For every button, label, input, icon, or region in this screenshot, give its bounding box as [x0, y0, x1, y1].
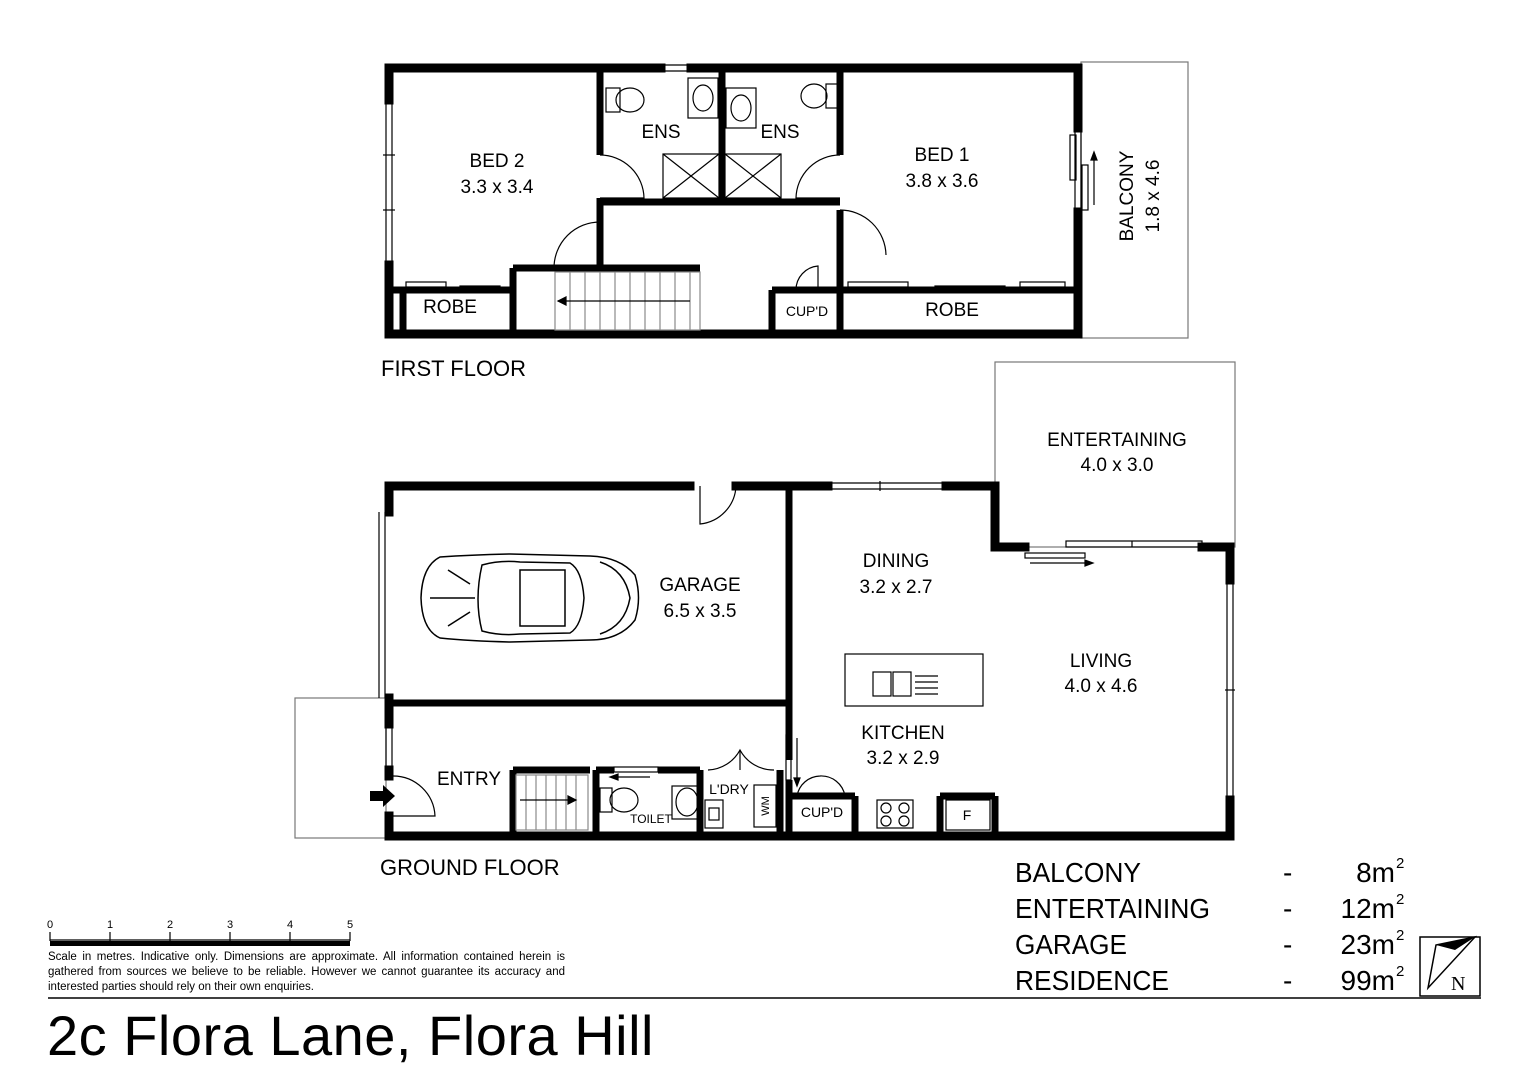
dining-label: DINING — [863, 551, 930, 572]
ground-floor-stairs — [515, 774, 589, 831]
robe-right-label: ROBE — [925, 300, 979, 321]
bed1-size: 3.8 x 3.6 — [906, 171, 979, 192]
living-size: 4.0 x 4.6 — [1065, 676, 1138, 697]
entry-arrow-icon — [370, 785, 395, 807]
robe-sliding-doors — [405, 281, 1066, 292]
ens-right-label: ENS — [760, 122, 799, 143]
first-floor-interior-walls — [389, 68, 1078, 334]
toilet-label: TOILET — [630, 812, 672, 826]
area-name-garage: GARAGE — [1015, 929, 1127, 960]
kitchen-fixtures — [844, 653, 991, 831]
area-sup-garage: 2 — [1396, 927, 1404, 944]
property-address: 2c Flora Lane, Flora Hill — [47, 1004, 654, 1067]
scale-tick-4: 4 — [287, 919, 293, 931]
area-value-entertaining: 12m — [1341, 893, 1395, 924]
ens-left-label: ENS — [641, 122, 680, 143]
bed2-label: BED 2 — [470, 151, 525, 172]
garage-size: 6.5 x 3.5 — [664, 601, 737, 622]
area-sup-residence: 2 — [1396, 963, 1404, 980]
area-name-balcony: BALCONY — [1015, 857, 1141, 888]
first-floor-title: FIRST FLOOR — [381, 356, 526, 381]
balcony-size: 1.8 x 4.6 — [1143, 160, 1164, 233]
laundry-label: L'DRY — [709, 781, 749, 797]
area-sup-balcony: 2 — [1396, 855, 1404, 872]
area-name-entertaining: ENTERTAINING — [1015, 893, 1210, 924]
wm-label: WM — [760, 796, 772, 816]
area-dash-garage: - — [1283, 929, 1292, 960]
first-floor-left-windows — [383, 64, 1082, 265]
ground-floor-interior-walls — [389, 486, 999, 836]
area-dash-residence: - — [1283, 965, 1292, 996]
fridge-label: F — [963, 807, 972, 823]
ground-floor-walls — [384, 481, 1235, 841]
entertaining-size: 4.0 x 3.0 — [1081, 455, 1154, 476]
balcony-label: BALCONY — [1117, 150, 1138, 241]
north-compass-icon: N — [1419, 935, 1481, 997]
porch-outline — [294, 697, 387, 839]
compass-north-label: N — [1451, 973, 1465, 995]
scale-tick-2: 2 — [167, 919, 173, 931]
area-schedule: BALCONY - 8m 2 ENTERTAINING - 12m 2 GARA… — [1015, 855, 1404, 996]
scale-tick-0: 0 — [47, 919, 53, 931]
area-value-residence: 99m — [1341, 965, 1395, 996]
first-floor: BED 2 3.3 x 3.4 ENS ENS BED 1 3.8 x 3.6 … — [381, 61, 1189, 381]
toilet-laundry-fixtures — [599, 784, 777, 829]
area-dash-entertaining: - — [1283, 893, 1292, 924]
bed1-label: BED 1 — [915, 145, 970, 166]
area-name-residence: RESIDENCE — [1015, 965, 1169, 996]
cupd-ground-label: CUP'D — [801, 804, 843, 820]
car-icon — [420, 553, 640, 643]
entertaining-sliding-door — [1024, 540, 1203, 567]
kitchen-size: 3.2 x 2.9 — [867, 748, 940, 769]
garage-label: GARAGE — [659, 575, 740, 596]
ensuite-fixtures — [605, 77, 841, 199]
scale-bar: 0 1 2 3 4 5 — [47, 919, 353, 946]
area-value-garage: 23m — [1341, 929, 1395, 960]
bed2-size: 3.3 x 3.4 — [461, 177, 534, 198]
scale-tick-5: 5 — [347, 919, 353, 931]
scale-tick-3: 3 — [227, 919, 233, 931]
kitchen-label: KITCHEN — [861, 723, 944, 744]
scale-tick-1: 1 — [107, 919, 113, 931]
disclaimer-text: Scale in metres. Indicative only. Dimens… — [48, 951, 565, 993]
balcony-sliding-door — [1069, 134, 1098, 211]
first-floor-walls — [384, 63, 1083, 339]
dining-size: 3.2 x 2.7 — [860, 577, 933, 598]
first-floor-doors — [553, 154, 887, 291]
ground-floor: ENTERTAINING 4.0 x 3.0 GARAGE 6.5 x 3.5 … — [294, 361, 1236, 880]
entertaining-label: ENTERTAINING — [1047, 430, 1187, 451]
area-value-balcony: 8m — [1356, 857, 1395, 888]
ground-floor-windows — [378, 481, 1235, 800]
living-label: LIVING — [1070, 651, 1132, 672]
cupd-first-label: CUP'D — [786, 303, 828, 319]
ground-floor-title: GROUND FLOOR — [380, 855, 560, 880]
area-dash-balcony: - — [1283, 857, 1292, 888]
robe-left-label: ROBE — [423, 297, 477, 318]
area-sup-entertaining: 2 — [1396, 891, 1404, 908]
first-floor-stairs — [554, 271, 701, 331]
entry-label: ENTRY — [437, 769, 501, 790]
ground-floor-doors — [392, 485, 846, 817]
